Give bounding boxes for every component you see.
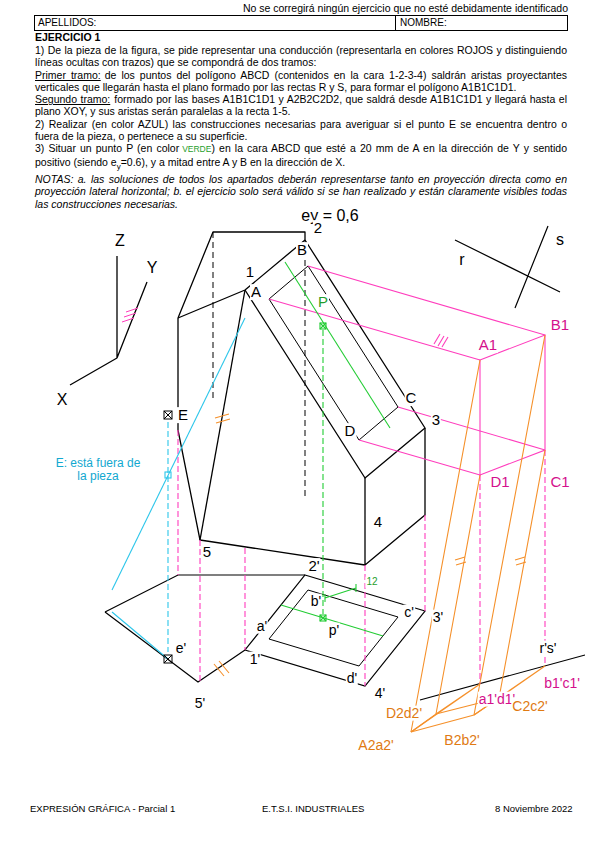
instruction-paragraph: 3) Situar un punto P (en colorVERDE) en … bbox=[35, 142, 567, 173]
axis-hatch bbox=[122, 308, 138, 322]
vertex-label: 1' bbox=[249, 652, 261, 667]
green-construction bbox=[281, 262, 390, 636]
axis-label: Y bbox=[146, 260, 159, 277]
notes-text: NOTAS: a. las soluciones de todos los ap… bbox=[35, 173, 567, 210]
instruction-text: =0.6), y a mitad entre A y B en la direc… bbox=[121, 156, 345, 168]
instruction-paragraph: Segundo tramo:formado por las bases A1B1… bbox=[35, 93, 567, 118]
vertex-label: D bbox=[344, 423, 357, 439]
vertex-label: C2c2' bbox=[511, 699, 548, 714]
color-word: VERDE bbox=[182, 144, 211, 154]
instruction-text: formado por las bases A1B1C1D1 y A2B2C2D… bbox=[35, 93, 567, 117]
point-label: E bbox=[177, 407, 189, 423]
vertex-label: 5 bbox=[202, 544, 212, 560]
point-label: e' bbox=[175, 641, 187, 656]
footer-text: EXPRESIÓN GRÁFICA - Parcial 1 bbox=[30, 803, 175, 814]
instruction-paragraph: 1) De la pieza de la figura, se pide rep… bbox=[35, 44, 567, 69]
axis-label: Z bbox=[114, 233, 126, 250]
instruction-heading: Primer tramo: bbox=[35, 69, 101, 81]
vertex-label: C1 bbox=[549, 474, 570, 490]
axes bbox=[70, 256, 147, 385]
vertex-label: 3 bbox=[431, 412, 441, 428]
plan-outline bbox=[105, 575, 425, 686]
vertex-label: A2a2' bbox=[357, 738, 394, 753]
instruction-paragraph: Primer tramo:de los puntos del polígono … bbox=[35, 69, 567, 94]
vertex-label: 3' bbox=[432, 610, 444, 625]
vertex-label: 2 bbox=[313, 220, 323, 236]
piece-outline bbox=[178, 232, 425, 565]
footer-text: E.T.S.I. INDUSTRIALES bbox=[262, 803, 364, 814]
vertex-label: A1 bbox=[478, 337, 498, 353]
vertex-label: D2d2' bbox=[385, 706, 423, 721]
axis-label: X bbox=[56, 392, 69, 409]
line-label: r's' bbox=[538, 641, 557, 656]
vertex-label: B1 bbox=[550, 317, 570, 333]
point-label: P bbox=[317, 294, 329, 310]
instruction-text: 1) De la pieza de la figura, se pide rep… bbox=[35, 44, 567, 68]
result-note: E: está fuera de la pieza bbox=[51, 457, 145, 482]
dimension-label: 12 bbox=[365, 577, 378, 588]
orange-construction bbox=[214, 335, 545, 732]
vertex-label: a' bbox=[256, 619, 268, 634]
vertex-label: A bbox=[250, 284, 262, 300]
point-label: p' bbox=[328, 623, 340, 638]
instruction-paragraph: 2) Realizar (en color AZUL) las construc… bbox=[35, 118, 567, 143]
vertex-label: 2' bbox=[307, 558, 320, 574]
magenta-construction bbox=[178, 266, 545, 686]
table-cell: NOMBRE: bbox=[400, 17, 447, 28]
vertex-label: 4 bbox=[373, 514, 383, 530]
cyan-construction bbox=[112, 318, 245, 659]
lines-r-s bbox=[420, 226, 585, 700]
vertex-label: B bbox=[296, 242, 308, 258]
instruction-text: 3) Situar un punto P (en color bbox=[35, 142, 179, 154]
vertex-label: B2b2' bbox=[443, 733, 480, 748]
line-label: r bbox=[458, 252, 465, 269]
instruction-text: 2) Realizar (en color AZUL) las construc… bbox=[35, 118, 567, 142]
vertex-label: c' bbox=[403, 605, 415, 620]
line-label: s bbox=[555, 232, 565, 249]
vertex-label: C bbox=[405, 390, 418, 406]
instruction-heading: Segundo tramo: bbox=[35, 93, 110, 105]
vertex-label: 1 bbox=[245, 264, 255, 280]
instruction-paragraph: NOTAS: a. las soluciones de todos los ap… bbox=[35, 173, 567, 210]
table-cell: APELLIDOS: bbox=[38, 17, 96, 28]
scale-note: ey = 0,6 bbox=[300, 208, 359, 225]
vertex-label: 5' bbox=[194, 696, 206, 711]
vertex-label: D1 bbox=[489, 474, 510, 490]
vertex-label: b1'c1' bbox=[543, 676, 581, 691]
vertex-label: 4' bbox=[374, 686, 386, 701]
footer-text: 8 Noviembre 2022 bbox=[495, 803, 573, 814]
instruction-text: de los puntos del polígono ABCD (conteni… bbox=[35, 69, 567, 93]
vertex-label: b' bbox=[310, 594, 322, 609]
vertex-label: d' bbox=[346, 671, 358, 686]
instructions-block: 1) De la pieza de la figura, se pide rep… bbox=[35, 44, 567, 210]
point-markers bbox=[164, 411, 172, 663]
header-note: No se corregirá ningún ejercicio que no … bbox=[243, 2, 568, 14]
exercise-title: EJERCICIO 1 bbox=[35, 31, 100, 43]
subscript: y bbox=[117, 162, 121, 171]
header-box bbox=[35, 16, 568, 31]
